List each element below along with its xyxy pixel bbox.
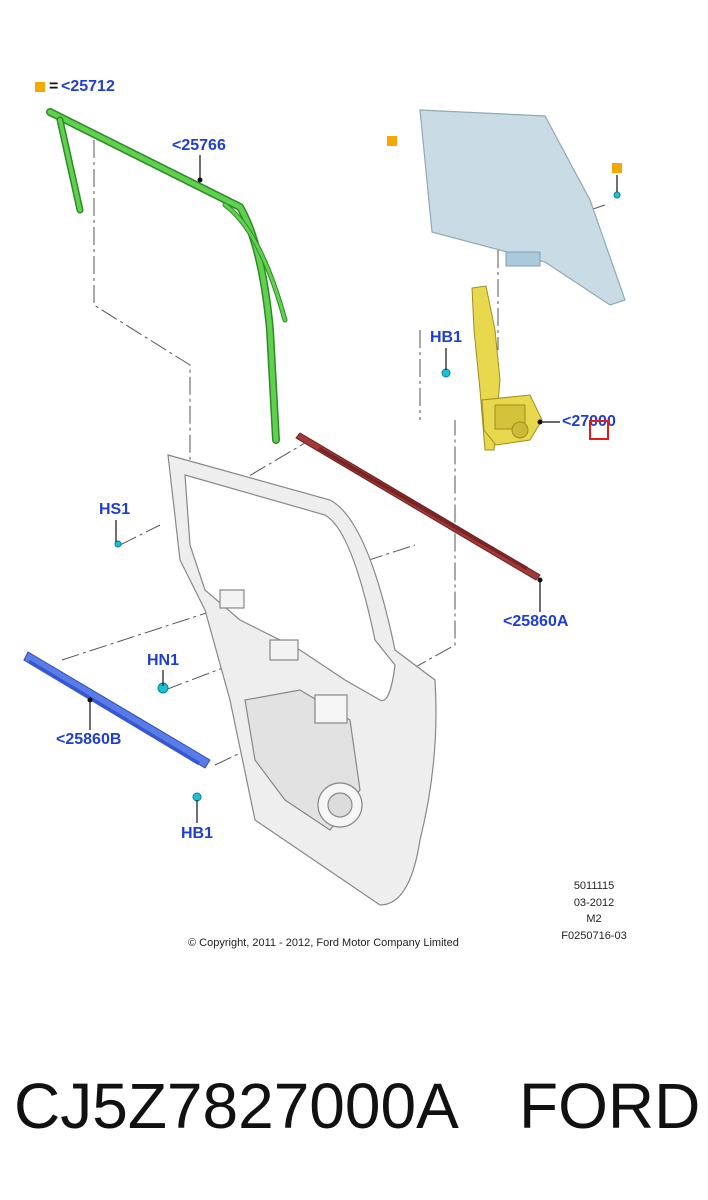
callout-27000: <27000 <box>562 413 616 430</box>
assembly-leader-lines <box>61 140 606 766</box>
callout-hn1: HN1 <box>147 652 180 669</box>
part-number-caption: CJ5Z7827000A <box>14 1070 459 1142</box>
meta-line: 03-2012 <box>573 896 615 909</box>
door-inner-panel <box>167 454 437 906</box>
callout-25766: <25766 <box>172 137 226 154</box>
drawing-metadata: 5011115 03-2012 M2 F0250716-03 <box>548 878 640 944</box>
door-glass <box>419 109 626 306</box>
inner-belt-weatherstrip <box>23 651 211 769</box>
glass-bracket <box>505 251 541 267</box>
legend-text: = <box>49 78 59 95</box>
square-marker-icon <box>35 82 45 92</box>
glass-run-channel <box>46 108 288 444</box>
callout-hb1-bottom: HB1 <box>181 825 214 842</box>
legend-ref: <25712 <box>61 78 115 95</box>
meta-line: 5011115 <box>573 880 615 892</box>
callout-25860b: <25860B <box>56 731 122 748</box>
callout-hb1-top: HB1 <box>430 329 463 346</box>
copyright-notice: © Copyright, 2011 - 2012, Ford Motor Com… <box>188 937 459 949</box>
exploded-door-diagram <box>23 108 626 906</box>
meta-line: M2 <box>586 913 602 925</box>
leader-dots <box>87 177 543 703</box>
highlight-box <box>589 420 609 440</box>
square-marker-icon <box>387 136 397 146</box>
callout-25860a: <25860A <box>503 613 569 630</box>
callout-leader-lines <box>89 155 618 823</box>
outer-belt-weatherstrip <box>295 432 541 581</box>
brand-caption: FORD <box>519 1070 701 1142</box>
meta-line: F0250716-03 <box>561 929 627 942</box>
callout-hs1: HS1 <box>99 501 131 518</box>
window-regulator <box>471 285 543 451</box>
square-marker-icon <box>612 163 622 173</box>
